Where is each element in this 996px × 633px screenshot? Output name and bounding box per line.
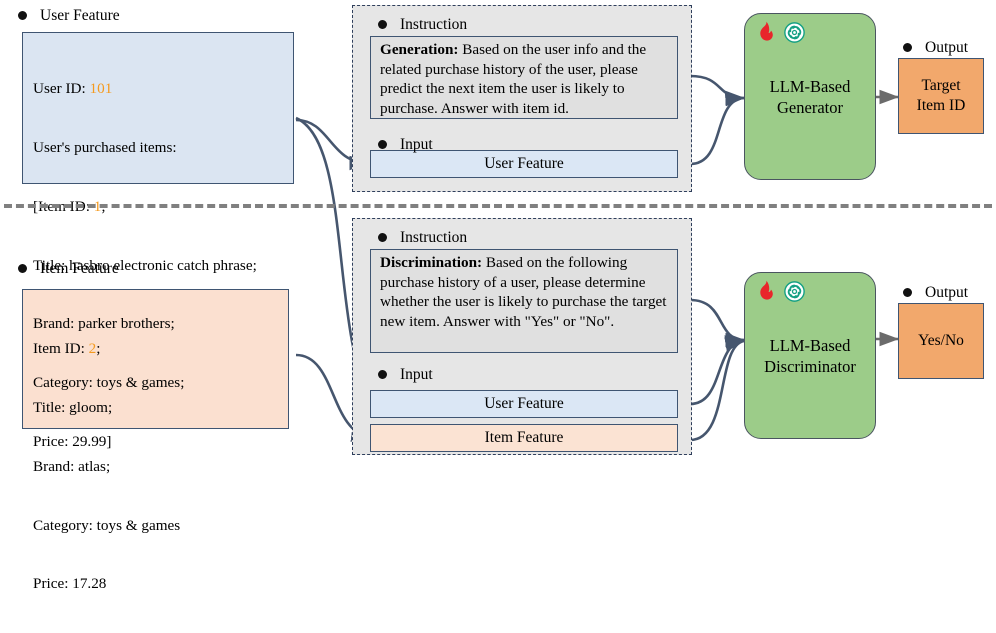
item-feature-line-3: Category: toys & games <box>33 516 181 534</box>
input-strip-label: User Feature <box>484 155 564 172</box>
openai-icon <box>784 280 805 302</box>
bottom-output-label: Output <box>925 284 969 301</box>
top-output-label: Output <box>925 39 969 56</box>
bullet-dot-icon <box>18 264 27 274</box>
user-feature-label: User Feature <box>40 7 120 24</box>
top-instruction-label: Instruction <box>400 16 468 33</box>
bullet-dot-icon <box>903 43 912 53</box>
output-target-line1: Target <box>921 77 961 94</box>
bullet-dot-icon <box>378 370 387 380</box>
user-feature-line-4: Brand: parker brothers; <box>33 315 175 333</box>
bottom-input-label: Input <box>400 366 433 383</box>
llm-generator-line2: Generator <box>777 97 843 117</box>
top-instruction-header: Instruction <box>378 17 467 33</box>
input-strip-item-feature-bottom[interactable]: Item Feature <box>370 424 678 452</box>
model-logos <box>756 21 805 43</box>
input-strip-user-feature-bottom[interactable]: User Feature <box>370 390 678 418</box>
user-feature-line-5: Category: toys & games; <box>33 374 185 392</box>
user-feature-line-1: User's purchased items: <box>33 138 177 156</box>
bottom-input-header: Input <box>378 367 433 383</box>
llm-discriminator-label: LLM-Based Discriminator <box>764 335 856 377</box>
section-divider <box>4 204 992 208</box>
llm-generator-line1: LLM-Based <box>769 76 851 96</box>
generation-instruction-box <box>370 36 678 119</box>
flame-icon <box>760 21 773 41</box>
flame-icon <box>760 280 773 300</box>
top-output-header: Output <box>903 40 968 56</box>
discrimination-instruction-keyword: Discrimination: <box>380 254 483 271</box>
bottom-instruction-header: Instruction <box>378 230 467 246</box>
bullet-dot-icon <box>18 11 27 21</box>
discrimination-instruction-body: Based on the following purchase history … <box>380 254 667 330</box>
item-feature-text: Item ID: 2; Title: gloom; Brand: atlas; … <box>33 300 289 633</box>
generation-instruction-keyword: Generation: <box>380 41 459 58</box>
item-feature-header: Item Feature <box>18 261 119 277</box>
llm-generator-label: LLM-Based Generator <box>770 76 851 118</box>
user-feature-line-6: Price: 29.99] <box>33 432 112 450</box>
item-feature-label: Item Feature <box>40 260 119 277</box>
bullet-dot-icon <box>378 20 387 30</box>
bottom-instruction-label: Instruction <box>400 229 468 246</box>
output-target-text: Target Item ID <box>917 76 966 116</box>
item-feature-line-1: Title: gloom; <box>33 398 113 416</box>
bullet-dot-icon <box>903 288 912 298</box>
input-strip-label: User Feature <box>484 395 564 412</box>
item-feature-box <box>22 289 289 429</box>
bottom-output-header: Output <box>903 285 968 301</box>
discrimination-instruction-box <box>370 249 678 353</box>
figure-canvas: User Feature User ID: 101 User's purchas… <box>4 5 992 592</box>
llm-based-discriminator[interactable]: LLM-Based Discriminator <box>744 272 876 439</box>
input-strip-label: Item Feature <box>484 429 564 446</box>
item-feature-line-0: Item ID: 2; <box>33 340 101 358</box>
generation-instruction-text: Generation: Based on the user info and t… <box>380 40 672 118</box>
top-input-label: Input <box>400 136 433 153</box>
output-box-target-item-id: Target Item ID <box>898 58 984 134</box>
input-strip-user-feature-top[interactable]: User Feature <box>370 150 678 178</box>
user-feature-line-3: Title: hasbro electronic catch phrase; <box>33 256 257 274</box>
openai-icon <box>784 21 805 43</box>
user-feature-line-0: User ID: 101 <box>33 80 113 98</box>
user-feature-header: User Feature <box>18 8 120 24</box>
generation-instruction-body: Based on the user info and the related p… <box>380 41 647 117</box>
output-box-yes-no: Yes/No <box>898 303 984 379</box>
llm-discriminator-line2: Discriminator <box>764 356 856 376</box>
bullet-dot-icon <box>378 233 387 243</box>
item-feature-line-4: Price: 17.28 <box>33 575 107 593</box>
bullet-dot-icon <box>378 140 387 150</box>
llm-discriminator-line1: LLM-Based <box>769 335 851 355</box>
model-logos <box>756 280 805 302</box>
llm-based-generator[interactable]: LLM-Based Generator <box>744 13 876 180</box>
top-input-header: Input <box>378 137 433 153</box>
item-feature-line-2: Brand: atlas; <box>33 457 111 475</box>
discrimination-instruction-text: Discrimination: Based on the following p… <box>380 253 674 331</box>
user-feature-box <box>22 32 294 184</box>
output-target-line2: Item ID <box>916 97 966 114</box>
output-yesno-text: Yes/No <box>918 332 964 349</box>
